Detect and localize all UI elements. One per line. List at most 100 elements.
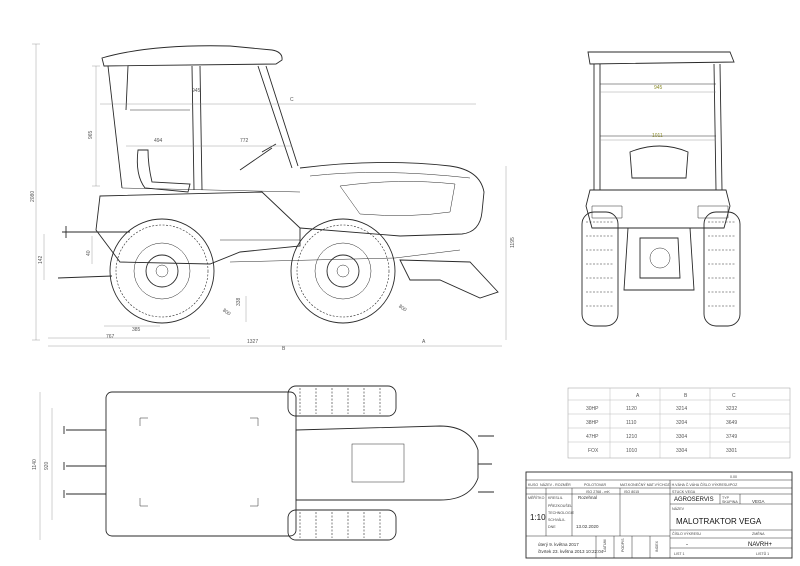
steering-wheel <box>239 143 277 171</box>
tb-schvalil-label: SCHVÁLIL <box>548 518 565 522</box>
table-cell: 1110 <box>626 420 637 426</box>
tb-kreslil-value: Rozehnal <box>578 495 597 500</box>
chassis <box>95 191 301 265</box>
table-header-b: B <box>684 393 688 399</box>
table-cell: 3304 <box>676 434 687 440</box>
dim-494: 494 <box>154 138 163 144</box>
tb-cislo-label: ČÍSLO VÝKRESU <box>672 531 701 536</box>
tb-stuck: STUCK VEGA <box>672 490 696 494</box>
dim-772: 772 <box>240 138 249 144</box>
rear-hitch <box>57 226 130 279</box>
dim-1011: 1011 <box>652 133 663 139</box>
dim-1140: 1140 <box>32 459 38 470</box>
tb-company: AGROSERVIS <box>674 497 714 503</box>
top-view: 1140 920 <box>32 385 494 541</box>
tb-top-value: 0.00 <box>730 475 737 479</box>
tb-date: 13.02.2020 <box>576 524 599 529</box>
table-cell: 3304 <box>676 448 687 454</box>
rear-pto-assembly <box>623 227 695 291</box>
table-cell: 3214 <box>676 406 687 412</box>
tb-nazev-rozmer: NÁZEV - ROZMĚR <box>540 482 571 487</box>
rear-left-tire <box>581 211 619 327</box>
table-cell: 30HP <box>586 406 599 412</box>
tb-typ-label: TYP <box>722 496 730 500</box>
tb-skupina-label: SKUPINA <box>722 500 738 504</box>
dim-1195: 1195 <box>510 237 516 248</box>
rear-seat-back <box>629 145 689 179</box>
table-cell: 1210 <box>626 434 637 440</box>
tb-std-right: ISO 8015 <box>624 490 639 494</box>
tb-std-left: ISO 2768 - mK <box>586 490 610 494</box>
tb-list: LIST 1 <box>674 552 685 556</box>
dim-945-rear: 945 <box>654 85 663 91</box>
table-cell: 38HP <box>586 420 599 426</box>
dim-2080: 2080 <box>30 191 36 202</box>
rear-cab-roof <box>587 51 735 65</box>
top-cab-outline <box>105 391 297 537</box>
tb-kreslil-label: KRESLIL <box>548 496 563 500</box>
hood <box>299 161 485 237</box>
dim-c: C <box>290 97 294 103</box>
table-cell: 3749 <box>726 434 737 440</box>
tb-mat: MAT.KONEČNÝ MAT.VÝCHOZÍ H.VÁHA Č.VÁHA ČÍ… <box>620 482 738 487</box>
tb-created: úterý 9. května 2017 <box>538 542 579 547</box>
front-wheel <box>290 218 396 324</box>
dim-945-side: 945 <box>192 88 201 94</box>
tb-zmena-label: ZMĚNA <box>752 531 765 536</box>
side-view: C 945 965 494 772 2080 1195 142 40 338 8… <box>30 43 516 352</box>
table-cell: 47HP <box>586 434 599 440</box>
tb-nazev-label: NÁZEV <box>672 507 685 511</box>
tb-group-value: VEGA <box>752 499 765 504</box>
table-cell: 1010 <box>626 448 637 454</box>
table-cell: 3649 <box>726 420 737 426</box>
top-rear-left-tire <box>287 385 397 417</box>
top-rear-hitch <box>63 426 106 498</box>
tb-polotovar: POLOTOVAR <box>584 483 606 487</box>
rear-body <box>585 189 731 229</box>
table-cell: 3204 <box>676 420 687 426</box>
dim-338: 338 <box>236 297 242 306</box>
table-cell: FOX <box>588 448 599 454</box>
tb-technologie-label: TECHNOLOGIE <box>548 511 575 515</box>
dim-b: B <box>282 346 286 352</box>
front-hitch <box>399 259 499 299</box>
table-cell: 3232 <box>726 406 737 412</box>
tb-meritko-label: MĚŘÍTKO <box>528 495 545 500</box>
tb-doc-number: - <box>686 542 688 548</box>
tb-modified: čtvrtek 23. května 2013 10:22:04 <box>538 549 604 554</box>
tb-dne-label: DNE <box>548 525 556 529</box>
dim-965: 965 <box>88 130 94 139</box>
top-front-hitch <box>478 435 494 493</box>
title-block: 0.00 KUSO NÁZEV - ROZMĚR POLOTOVAR MAT.K… <box>525 471 793 559</box>
dim-920: 920 <box>44 461 50 470</box>
dim-385: 385 <box>132 327 141 333</box>
rear-right-tire <box>703 211 741 327</box>
tb-index-label: INDEX <box>655 540 659 552</box>
top-rear-right-tire <box>287 509 397 541</box>
tb-state: NAVRH+ <box>748 542 773 548</box>
tb-datum-label: DATUM <box>603 539 607 552</box>
top-hood <box>295 425 479 501</box>
table-cell: 3301 <box>726 448 737 454</box>
tb-title: MALOTRAKTOR VEGA <box>676 517 762 526</box>
dim-40: 40 <box>86 250 92 256</box>
tb-scale: 1:10 <box>530 513 546 522</box>
tb-podpis-label: PODPIS <box>621 538 625 552</box>
table-cell: 1120 <box>626 406 637 412</box>
tb-prezkousel-label: PŘEZKOUŠEL <box>548 503 572 508</box>
dim-142: 142 <box>38 255 44 264</box>
dim-800-rear: 800 <box>221 308 231 318</box>
dim-a: A <box>422 339 426 345</box>
rear-wheel <box>109 218 215 324</box>
tb-kuso: KUSO <box>528 483 538 487</box>
seat <box>136 149 191 193</box>
rear-view: 945 1011 <box>581 51 741 327</box>
cab-roof <box>101 45 283 67</box>
table-header-c: C <box>732 393 736 399</box>
dim-1327: 1327 <box>247 339 258 345</box>
dim-767: 767 <box>106 334 115 340</box>
table-header-a: A <box>636 393 640 399</box>
cab-frame <box>107 65 299 191</box>
dim-800-front: 800 <box>397 304 407 314</box>
spec-table: A B C 30HP 1120 3214 3232 38HP 1110 3204… <box>567 387 791 459</box>
